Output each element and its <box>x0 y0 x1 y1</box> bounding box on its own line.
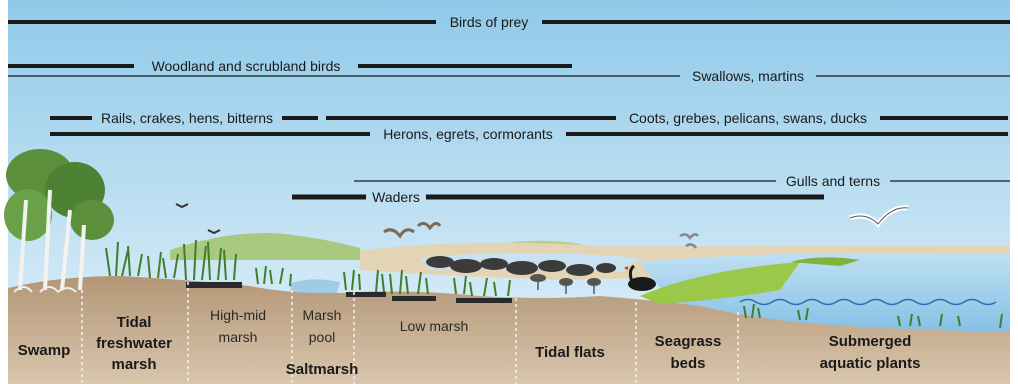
label-woodland-birds: Woodland and scrubland birds <box>152 58 341 74</box>
zone-tidal-freshwater-line1: Tidal <box>117 314 152 331</box>
label-rails: Rails, crakes, hens, bitterns <box>101 110 273 126</box>
label-coots: Coots, grebes, pelicans, swans, ducks <box>629 110 867 126</box>
zone-swamp: Swamp <box>18 342 71 359</box>
label-swallows: Swallows, martins <box>692 68 804 84</box>
page-border-left <box>0 0 8 384</box>
zone-seagrass-line2: beds <box>670 355 705 372</box>
zone-submerged-line1: Submerged <box>829 333 912 350</box>
zone-marsh-pool-line1: Marsh <box>303 307 342 323</box>
zone-high-mid-line1: High-mid <box>210 307 266 323</box>
zone-submerged-line2: aquatic plants <box>820 355 921 372</box>
label-gulls: Gulls and terns <box>786 173 880 189</box>
zone-marsh-pool-line2: pool <box>309 329 335 345</box>
zone-tidal-freshwater-line2: freshwater <box>96 335 172 352</box>
label-waders: Waders <box>372 189 420 205</box>
label-birds-of-prey: Birds of prey <box>450 14 529 30</box>
zone-tidal-flats: Tidal flats <box>535 344 605 361</box>
zone-high-mid-line2: marsh <box>219 329 258 345</box>
zone-seagrass-line1: Seagrass <box>655 333 722 350</box>
zone-saltmarsh: Saltmarsh <box>286 361 359 378</box>
zone-tidal-freshwater-line3: marsh <box>111 356 156 373</box>
page-border-right <box>1010 0 1018 384</box>
label-herons: Herons, egrets, cormorants <box>383 126 553 142</box>
zone-low-marsh: Low marsh <box>400 318 468 334</box>
